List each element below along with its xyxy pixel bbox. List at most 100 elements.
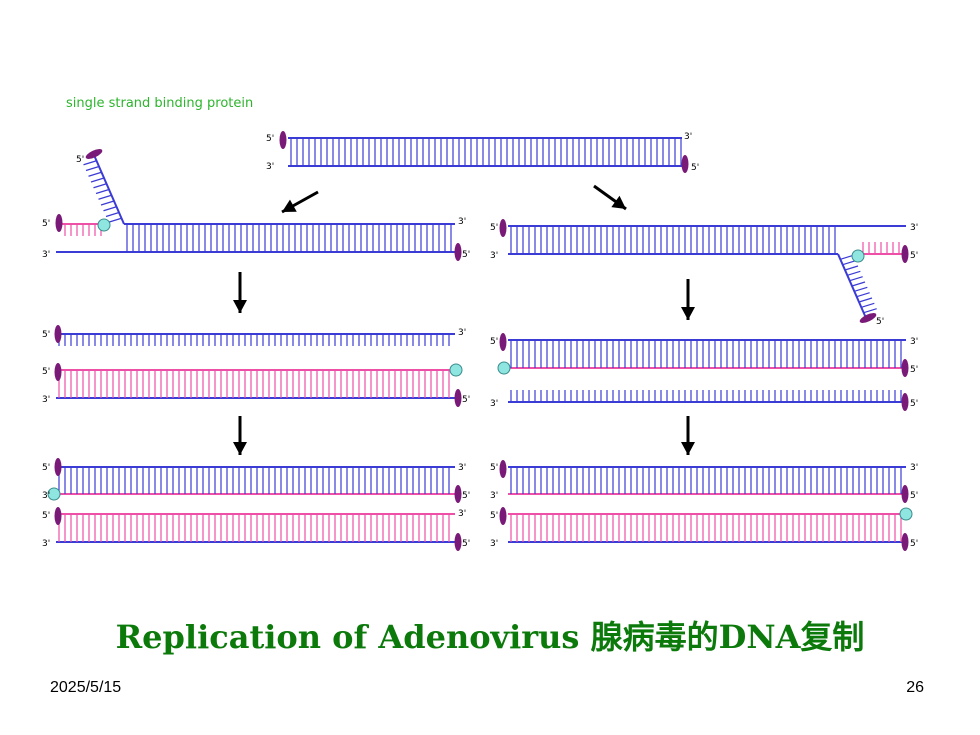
terminal-protein: [54, 363, 62, 381]
three-prime-label: 3': [490, 539, 498, 549]
three-prime-label: 3': [490, 399, 498, 409]
arrow-down: [681, 416, 695, 455]
base-pair-ticks: [510, 514, 902, 542]
five-prime-label: 5': [462, 395, 470, 405]
arrow-head: [282, 199, 297, 212]
base-pair-ticks: [510, 340, 902, 368]
terminal-protein: [499, 219, 507, 237]
terminal-protein: [859, 313, 877, 323]
arrow-head: [681, 307, 695, 320]
base-pair-ticks: [510, 390, 902, 402]
footer-date: 2025/5/15: [50, 679, 122, 696]
five-prime-label: 5': [910, 251, 918, 261]
five-prime-label: 5': [910, 365, 918, 375]
primer-protein: [97, 218, 111, 232]
three-prime-label: 3': [458, 463, 466, 473]
parent-duplex: 5' 3' 3' 5': [266, 131, 699, 173]
arrow-head: [233, 300, 247, 313]
arrow-head: [611, 195, 626, 209]
left-replication-start: 5'5'3'3'5': [42, 149, 470, 261]
terminal-protein: [901, 485, 909, 503]
terminal-protein: [454, 533, 462, 551]
primer-protein: [497, 361, 511, 375]
three-prime-label: 3': [458, 328, 466, 338]
base-pair-ticks: [58, 514, 450, 542]
terminal-protein: [499, 460, 507, 478]
left-step-two: 5' 3' 5' 3' 5': [42, 325, 470, 407]
arrow-right-branch: [593, 184, 627, 211]
base-pair-ticks: [862, 242, 900, 254]
base-pair-ticks: [290, 138, 682, 166]
five-prime-label: 5': [876, 317, 884, 327]
right-daughter-duplexes: 5' 3' 3' 5' 5' 3' 5': [490, 460, 918, 551]
terminal-protein: [85, 149, 103, 159]
three-prime-label: 3': [42, 250, 50, 260]
three-prime-label: 3': [490, 491, 498, 501]
five-prime-label: 5': [910, 491, 918, 501]
five-prime-label: 5': [490, 223, 498, 233]
terminal-protein: [901, 393, 909, 411]
three-prime-label: 3': [910, 223, 918, 233]
terminal-protein: [681, 155, 689, 173]
three-prime-label: 3': [910, 337, 918, 347]
five-prime-label: 5': [490, 337, 498, 347]
terminal-protein: [901, 359, 909, 377]
three-prime-label: 3': [490, 251, 498, 261]
displaced-strand-ticks: [840, 254, 877, 314]
base-pair-ticks: [58, 334, 450, 346]
slide-title: Replication of Adenovirus 腺病毒的DNA复制: [115, 618, 865, 656]
base-pair-ticks: [58, 370, 450, 398]
five-prime-label: 5': [691, 163, 699, 173]
five-prime-label: 5': [42, 511, 50, 521]
page-number: 26: [906, 679, 924, 696]
terminal-protein: [901, 533, 909, 551]
three-prime-label: 3': [458, 509, 466, 519]
five-prime-label: 5': [42, 463, 50, 473]
adenovirus-replication-diagram: 5'3'3'5'5'5'3'3'5'5'3'3'5'5'5'3'5'3'5'5'…: [42, 131, 918, 551]
terminal-protein: [454, 243, 462, 261]
primer-protein: [449, 363, 463, 377]
terminal-protein: [499, 507, 507, 525]
arrow-head: [233, 442, 247, 455]
arrow-down: [681, 279, 695, 320]
three-prime-label: 3': [910, 463, 918, 473]
terminal-protein: [454, 389, 462, 407]
terminal-protein: [901, 245, 909, 263]
terminal-protein: [499, 333, 507, 351]
terminal-protein: [54, 325, 62, 343]
right-step-two: 5' 3' 5' 3' 5': [490, 333, 918, 411]
three-prime-label: 3': [42, 491, 50, 501]
five-prime-label: 5': [42, 330, 50, 340]
displaced-strand-ticks: [83, 160, 122, 223]
arrow-left-branch: [281, 190, 319, 214]
five-prime-label: 5': [462, 539, 470, 549]
three-prime-label: 3': [458, 217, 466, 227]
base-pair-ticks: [510, 226, 836, 254]
terminal-protein: [54, 458, 62, 476]
five-prime-label: 5': [910, 399, 918, 409]
primer-protein: [47, 487, 61, 501]
five-prime-label: 5': [266, 134, 274, 144]
right-replication-start: 5' 3' 3' 5' 5': [490, 219, 918, 327]
three-prime-label: 3': [684, 132, 692, 142]
three-prime-label: 3': [42, 539, 50, 549]
terminal-protein: [279, 131, 287, 149]
primer-protein: [851, 249, 865, 263]
primer-protein: [899, 507, 913, 521]
five-prime-label: 5': [462, 491, 470, 501]
base-pair-ticks: [126, 224, 452, 252]
five-prime-label: 5': [462, 250, 470, 260]
terminal-protein: [454, 485, 462, 503]
five-prime-label: 5': [490, 511, 498, 521]
arrow-head: [681, 442, 695, 455]
terminal-protein: [54, 507, 62, 525]
base-pair-ticks: [64, 224, 102, 236]
arrow-down: [233, 416, 247, 455]
left-daughter-duplexes: 5' 3' 3' 5' 5' 3' 3' 5': [42, 458, 470, 551]
five-prime-label: 5': [910, 539, 918, 549]
five-prime-label: 5': [42, 367, 50, 377]
three-prime-label: 3': [266, 162, 274, 172]
five-prime-label: 5': [42, 219, 50, 229]
three-prime-label: 3': [42, 395, 50, 405]
five-prime-label: 5': [490, 463, 498, 473]
